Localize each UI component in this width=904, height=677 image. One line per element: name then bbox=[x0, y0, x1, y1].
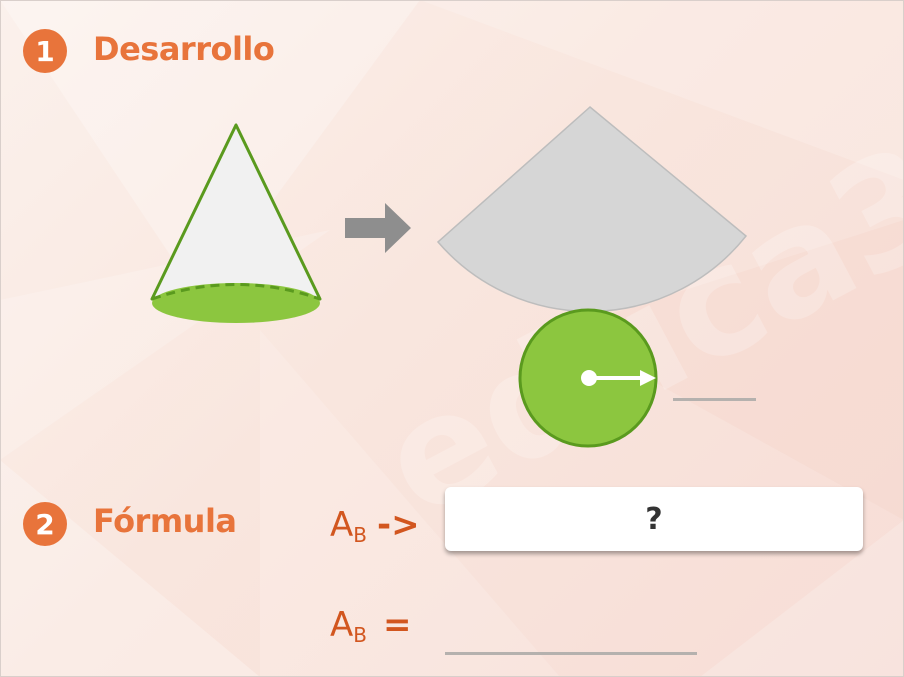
area-symbol: A bbox=[330, 505, 354, 545]
cone-figure bbox=[150, 123, 322, 323]
equals-operator: = bbox=[383, 605, 412, 645]
radius-arrow-icon bbox=[581, 370, 656, 386]
formula-label-equals: AB = bbox=[330, 605, 412, 647]
answer-placeholder: ? bbox=[645, 501, 663, 537]
radius-blank[interactable] bbox=[673, 398, 756, 401]
area-symbol-2: A bbox=[330, 605, 354, 645]
section-1-title: Desarrollo bbox=[93, 30, 275, 68]
step-1-number: 1 bbox=[35, 34, 55, 68]
section-2-title: Fórmula bbox=[93, 502, 237, 540]
cone-base-ellipse bbox=[152, 283, 320, 323]
step-2-badge: 2 bbox=[23, 502, 67, 546]
formula-answer-box[interactable]: ? bbox=[445, 487, 863, 551]
step-2-number: 2 bbox=[35, 507, 55, 541]
result-blank[interactable] bbox=[445, 652, 697, 655]
area-subscript: B bbox=[353, 523, 367, 547]
area-subscript-2: B bbox=[353, 623, 367, 647]
formula-label-arrow: AB -> bbox=[330, 505, 420, 547]
arrow-operator: -> bbox=[377, 505, 420, 545]
step-1-badge: 1 bbox=[23, 29, 67, 73]
right-arrow-icon bbox=[345, 203, 411, 253]
